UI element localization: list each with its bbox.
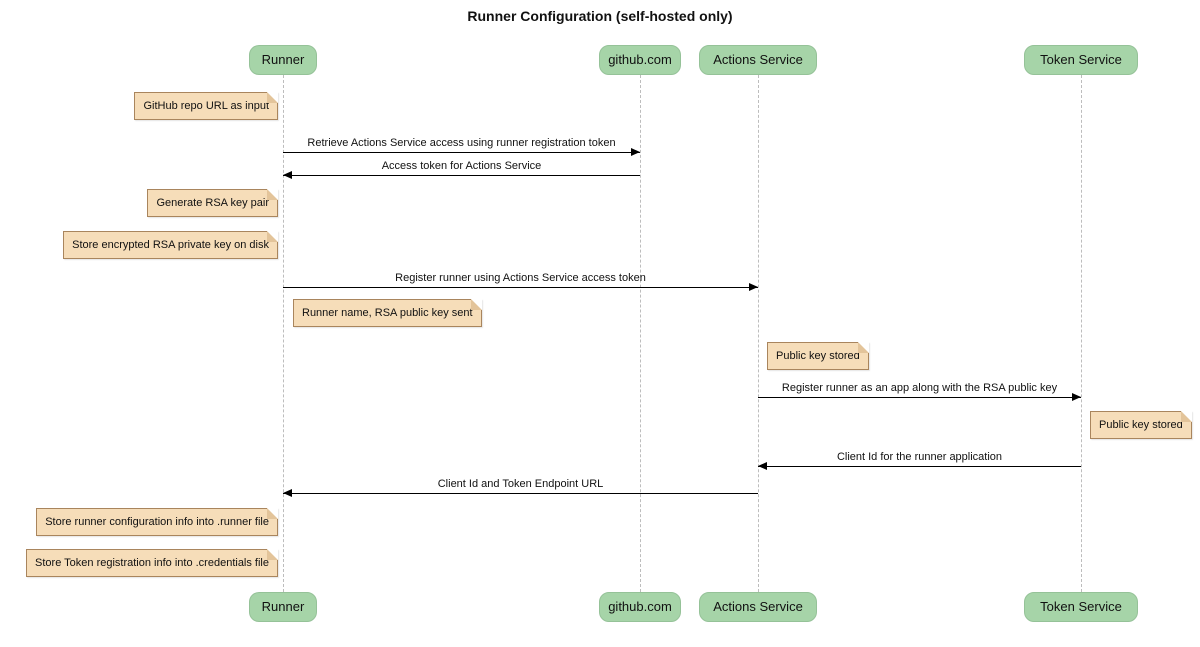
participant-actions-service-bottom: Actions Service	[699, 592, 817, 622]
participant-token-service-top: Token Service	[1024, 45, 1138, 75]
lifeline-token-service	[1081, 75, 1082, 592]
arrow-left-icon	[283, 489, 758, 497]
note-generate-rsa-key-pair: Generate RSA key pair	[147, 189, 278, 217]
message-label: Client Id and Token Endpoint URL	[437, 478, 604, 490]
arrow-right-icon	[283, 283, 758, 291]
note-github-repo-url-input: GitHub repo URL as input	[134, 92, 278, 120]
message-client-id-runner-app: Client Id for the runner application	[758, 451, 1081, 470]
message-client-id-endpoint-url: Client Id and Token Endpoint URL	[283, 478, 758, 497]
message-register-runner: Register runner using Actions Service ac…	[283, 272, 758, 291]
arrow-left-icon	[758, 462, 1081, 470]
arrow-right-icon	[283, 148, 640, 156]
note-public-key-stored-token: Public key stored	[1090, 411, 1192, 439]
note-store-encrypted-private-key: Store encrypted RSA private key on disk	[63, 231, 278, 259]
message-label: Client Id for the runner application	[836, 451, 1003, 463]
note-store-runner-file: Store runner configuration info into .ru…	[36, 508, 278, 536]
message-label: Register runner using Actions Service ac…	[395, 272, 646, 284]
lifeline-runner	[283, 75, 284, 592]
participant-token-service-bottom: Token Service	[1024, 592, 1138, 622]
participant-runner-bottom: Runner	[249, 592, 317, 622]
participant-github-top: github.com	[599, 45, 681, 75]
arrow-right-icon	[758, 393, 1081, 401]
message-label: Retrieve Actions Service access using ru…	[307, 137, 616, 149]
diagram-title: Runner Configuration (self-hosted only)	[467, 8, 733, 24]
message-label: Register runner as an app along with the…	[781, 382, 1058, 394]
note-store-credentials-file: Store Token registration info into .cred…	[26, 549, 278, 577]
lifeline-github	[640, 75, 641, 592]
message-access-token: Access token for Actions Service	[283, 160, 640, 179]
lifeline-actions-service	[758, 75, 759, 592]
message-retrieve-actions-access: Retrieve Actions Service access using ru…	[283, 137, 640, 156]
note-public-key-stored-actions: Public key stored	[767, 342, 869, 370]
message-register-runner-app: Register runner as an app along with the…	[758, 382, 1081, 401]
arrow-left-icon	[283, 171, 640, 179]
participant-github-bottom: github.com	[599, 592, 681, 622]
participant-actions-service-top: Actions Service	[699, 45, 817, 75]
participant-runner-top: Runner	[249, 45, 317, 75]
message-label: Access token for Actions Service	[381, 160, 542, 172]
note-runner-name-public-key-sent: Runner name, RSA public key sent	[293, 299, 482, 327]
